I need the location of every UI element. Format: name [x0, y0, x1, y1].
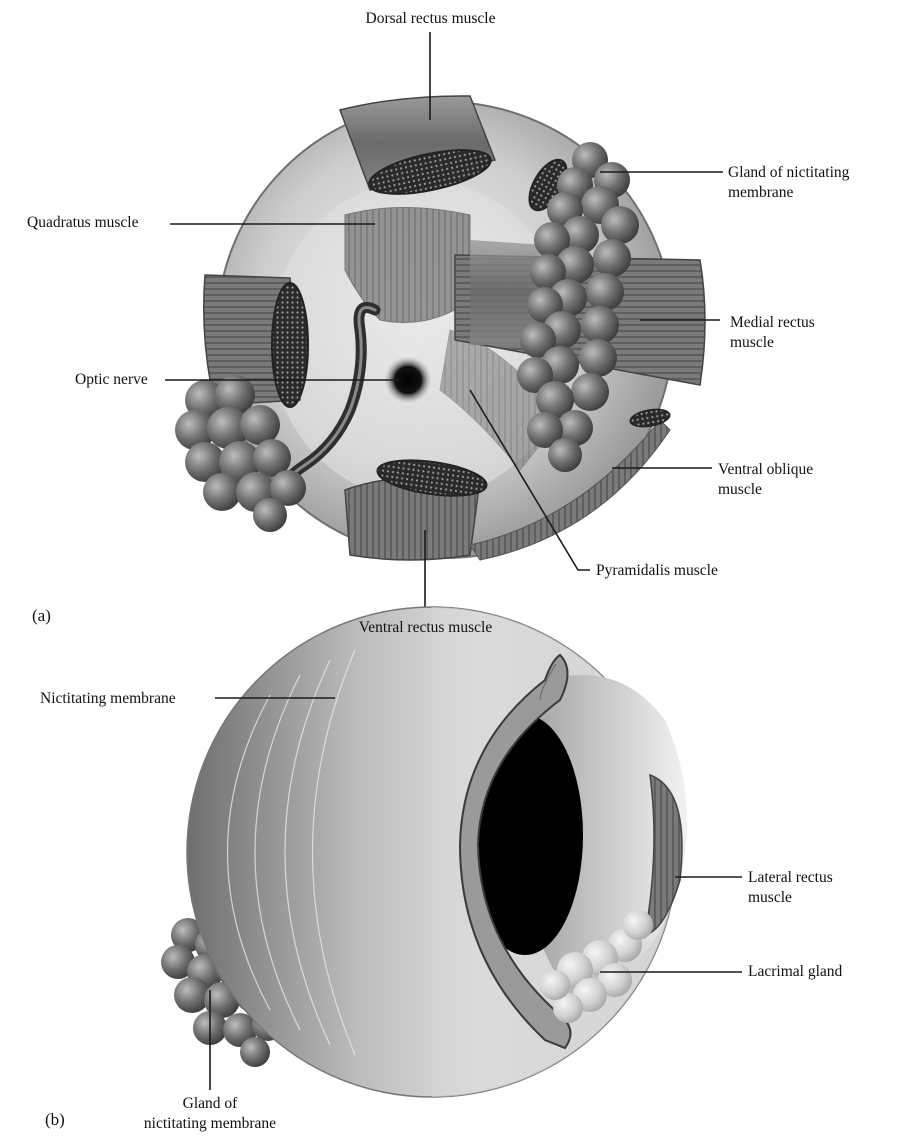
panel-a-tag: (a) — [32, 606, 51, 626]
label-gland-of-nictitating-membrane-a: Gland of nictitating membrane — [728, 163, 849, 203]
label-medial-rectus-muscle: Medial rectus muscle — [730, 313, 815, 353]
panel-b-tag: (b) — [45, 1110, 65, 1130]
panel-b-illustration — [161, 607, 687, 1097]
label-ventral-rectus-muscle: Ventral rectus muscle — [333, 618, 518, 638]
label-gland-of-nictitating-membrane-b: Gland of nictitating membrane — [125, 1094, 295, 1134]
label-nictitating-membrane: Nictitating membrane — [40, 689, 176, 709]
label-quadratus-muscle: Quadratus muscle — [27, 213, 138, 233]
label-lacrimal-gland: Lacrimal gland — [748, 962, 842, 982]
label-ventral-oblique-muscle: Ventral oblique muscle — [718, 460, 813, 500]
label-lateral-rectus-muscle: Lateral rectus muscle — [748, 868, 833, 908]
panel-a-illustration — [175, 96, 705, 560]
label-pyramidalis-muscle: Pyramidalis muscle — [596, 561, 718, 581]
label-dorsal-rectus-muscle: Dorsal rectus muscle — [343, 9, 518, 29]
label-optic-nerve: Optic nerve — [75, 370, 148, 390]
